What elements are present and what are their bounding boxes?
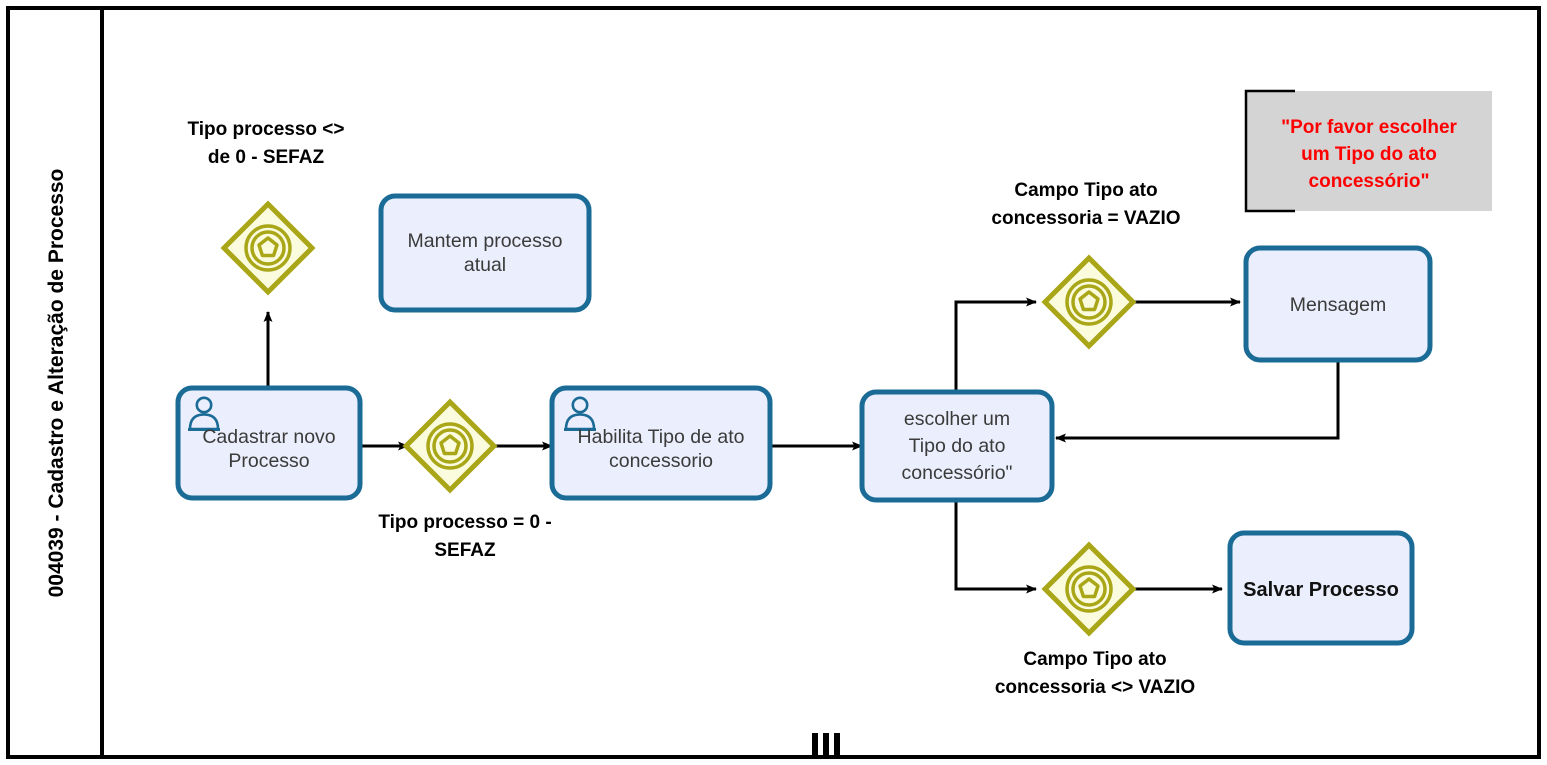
gateway-event-based-tipo-processo-split[interactable] <box>402 398 498 494</box>
task-label-line-2: atual <box>464 254 506 276</box>
condition-label-line-1: Campo Tipo ato <box>1023 649 1166 670</box>
task-escolher-um-tipo-do-ato-concessorio[interactable]: escolher um Tipo do ato concessório" <box>859 389 1055 503</box>
condition-label-line-1: Tipo processo <> <box>188 119 345 140</box>
condition-label-campo-nao-vazio: Campo Tipo ato concessoria <> VAZIO <box>995 649 1195 698</box>
condition-label-tipo-processo-diferente-0: Tipo processo <> de 0 - SEFAZ <box>188 119 345 168</box>
annotation-line-2: um Tipo do ato <box>1301 144 1437 165</box>
annotation-line-3: concessório" <box>1309 171 1430 192</box>
task-label-line-3: concessório" <box>902 462 1013 484</box>
lane-title-text: 004039 - Cadastro e Alteração de Process… <box>45 169 68 598</box>
text-annotation-mensagem: "Por favor escolher um Tipo do ato conce… <box>1244 89 1492 213</box>
user-task-icon <box>564 396 596 431</box>
annotation-line-1: "Por favor escolher <box>1281 117 1457 138</box>
task-label-line-1: Cadastrar novo <box>202 426 335 448</box>
subprocess-parallel-marker <box>812 733 840 755</box>
condition-label-line-2: SEFAZ <box>434 540 496 561</box>
task-label-line-1: Mensagem <box>1290 294 1386 316</box>
task-label-line-2: concessorio <box>609 450 713 472</box>
task-label-line-1: Mantem processo <box>408 230 563 252</box>
task-cadastrar-novo-processo[interactable]: Cadastrar novo Processo <box>175 385 363 501</box>
gateway-event-based-tipo-processo[interactable] <box>220 200 316 296</box>
lane-title: 004039 - Cadastro e Alteração de Process… <box>45 169 68 598</box>
task-habilita-tipo-de-ato-concessorio[interactable]: Habilita Tipo de ato concessorio <box>549 385 773 501</box>
task-label-line-1: escolher um <box>904 408 1010 430</box>
condition-label-line-2: concessoria <> VAZIO <box>995 677 1195 698</box>
task-label-line-1: Habilita Tipo de ato <box>578 426 745 448</box>
flow-mensagem-to-escolher <box>1055 360 1340 443</box>
condition-label-line-2: de 0 - SEFAZ <box>208 147 325 168</box>
flow-escolher-to-gateway-vazio <box>954 297 1037 392</box>
condition-label-line-2: concessoria = VAZIO <box>991 208 1180 229</box>
condition-label-tipo-processo-igual-0: Tipo processo = 0 - SEFAZ <box>378 512 551 561</box>
flow-escolher-to-gateway-nao-vazio <box>954 500 1037 594</box>
gateway-event-based-campo-preenchido[interactable] <box>1041 541 1137 637</box>
gateway-event-based-campo-vazio[interactable] <box>1041 254 1137 350</box>
task-label-line-2: Processo <box>228 450 309 472</box>
task-salvar-processo[interactable]: Salvar Processo <box>1227 530 1415 646</box>
task-mantem-processo-atual[interactable]: Mantem processo atual <box>378 193 592 313</box>
user-task-icon <box>188 396 220 431</box>
condition-label-campo-vazio: Campo Tipo ato concessoria = VAZIO <box>991 180 1180 229</box>
task-label-line-1: Salvar Processo <box>1243 579 1399 601</box>
condition-label-line-1: Tipo processo = 0 - <box>378 512 551 533</box>
sequence-flows <box>263 297 1340 594</box>
condition-label-line-1: Campo Tipo ato <box>1014 180 1157 201</box>
task-label-line-2: Tipo do ato <box>909 435 1006 457</box>
task-mensagem[interactable]: Mensagem <box>1243 245 1433 363</box>
